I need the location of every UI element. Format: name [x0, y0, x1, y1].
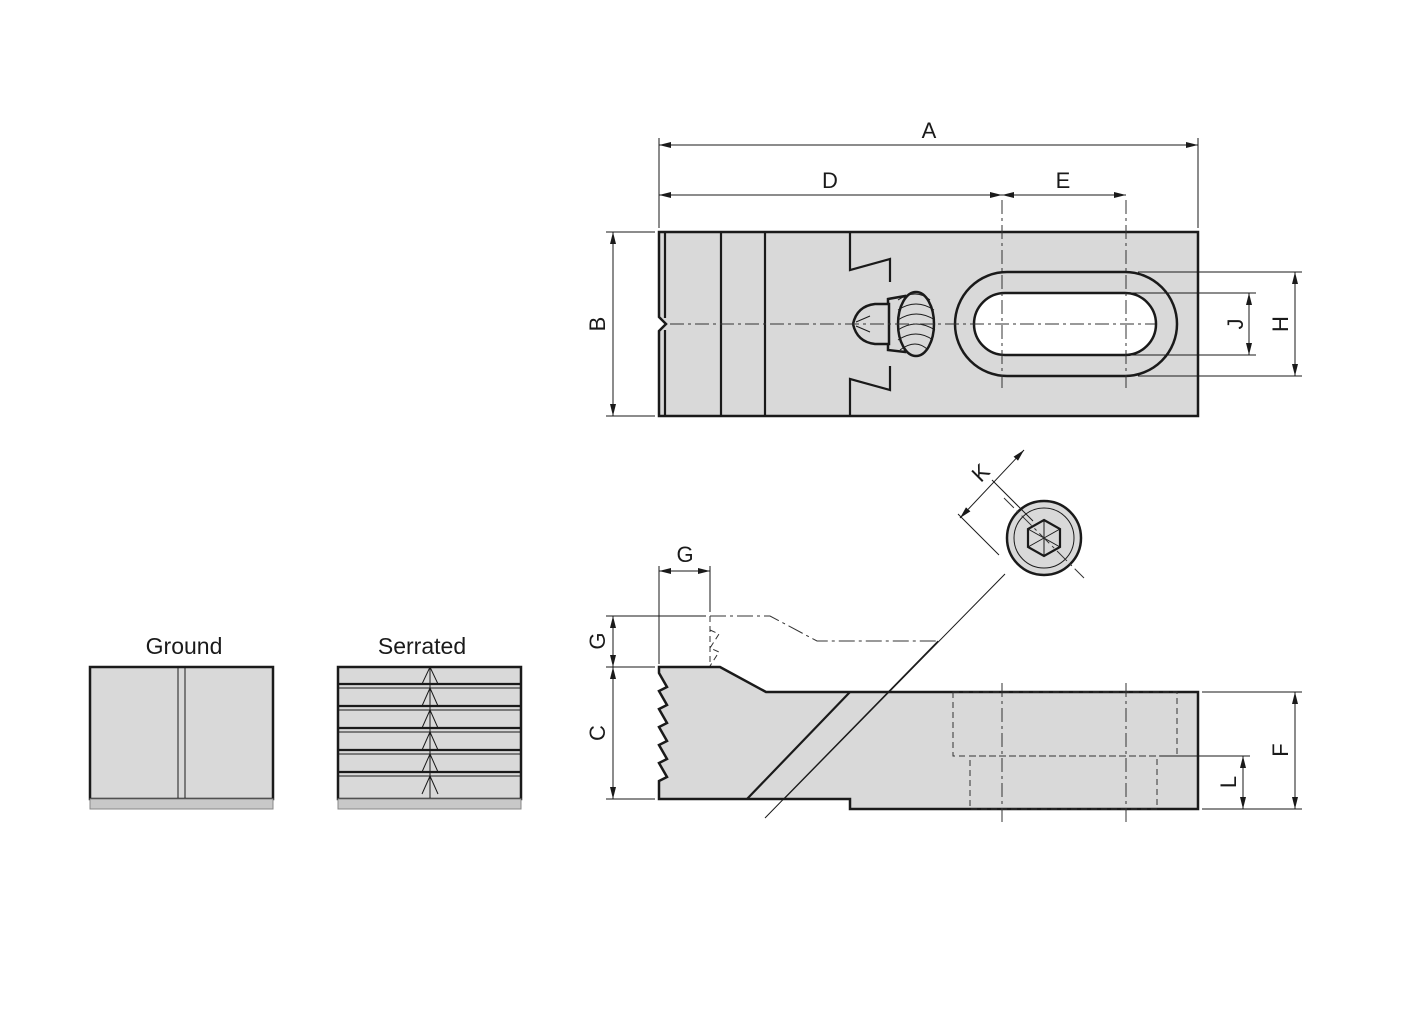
dim-label-e: E [1056, 168, 1071, 193]
ground-label: Ground [146, 633, 223, 659]
dim-label-k: K [967, 458, 995, 486]
dim-label-f: F [1268, 743, 1293, 756]
socket-screw-icon [1003, 497, 1085, 579]
dim-label-l: L [1216, 776, 1241, 788]
dim-line-k [959, 449, 1025, 519]
dim-label-b: B [585, 317, 610, 332]
dim-label-c: C [585, 725, 610, 741]
top-view: A D E B H J [585, 118, 1302, 418]
ground-jaw-face [88, 665, 275, 801]
center-groove [421, 665, 439, 799]
dim-label-d: D [822, 168, 838, 193]
dim-label-a: A [922, 118, 937, 143]
dim-label-j: J [1223, 319, 1248, 330]
side-view: K G G C F L [585, 449, 1302, 822]
serrated-base-strip [337, 798, 522, 810]
jaw-split-line [746, 691, 851, 800]
serrated-view: Serrated [336, 633, 523, 810]
clamp-body-side [657, 665, 1200, 811]
ground-base-strip [89, 798, 274, 810]
dim-label-g-height: G [585, 632, 610, 649]
dim-label-h: H [1268, 316, 1293, 332]
ground-view: Ground [88, 633, 275, 810]
dim-label-g-width: G [676, 542, 693, 567]
serrated-label: Serrated [378, 633, 466, 659]
thread-hidden [969, 755, 1158, 810]
